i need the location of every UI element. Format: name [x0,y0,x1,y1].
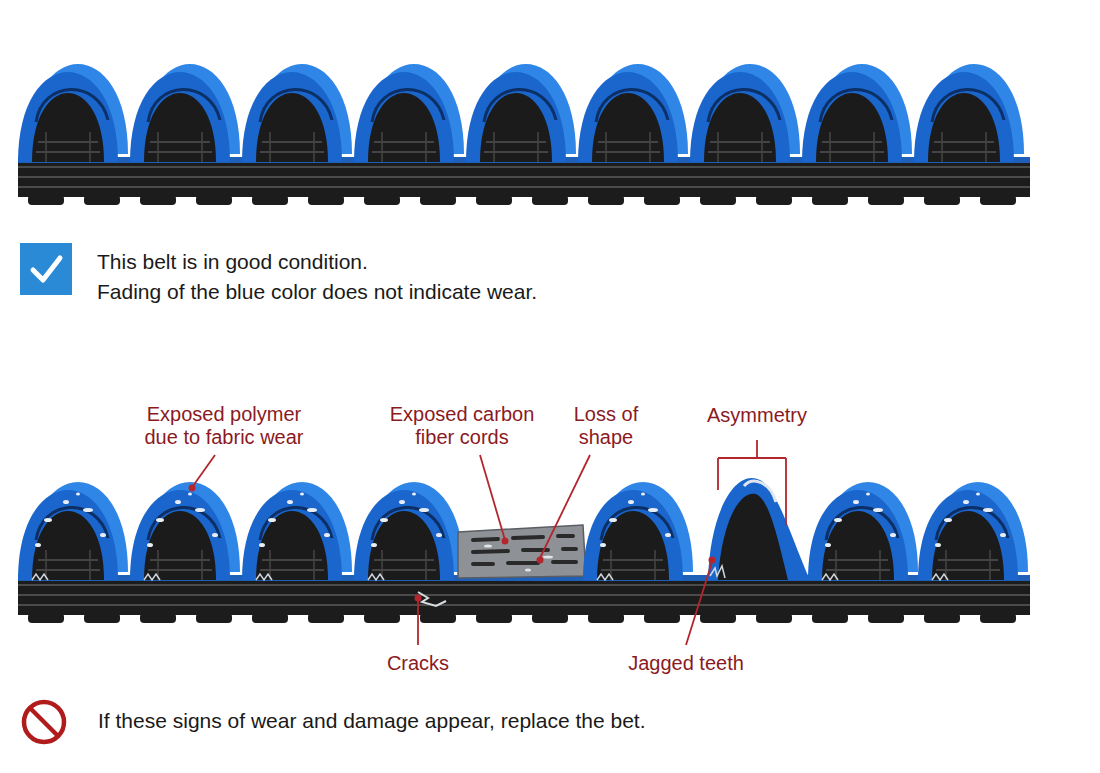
callout-label: Exposed carbon fiber cords [380,403,545,449]
callout-label: Cracks [363,652,473,675]
callout-label: Exposed polymer due to fabric wear [129,403,319,449]
leader-lines [193,440,786,645]
good-belt [18,64,1030,205]
callout-label: Loss of shape [564,403,648,449]
warning-note: If these signs of wear and damage appear… [98,709,646,732]
check-icon [20,243,72,295]
status-note: This belt is in good condition. [97,250,368,273]
callout-label: Asymmetry [687,404,827,427]
leader-dots [189,485,716,602]
status-note: Fading of the blue color does not indica… [97,280,537,303]
prohibition-icon [24,702,64,742]
worn-belt [18,478,1030,623]
callout-label: Jagged teeth [606,652,766,675]
